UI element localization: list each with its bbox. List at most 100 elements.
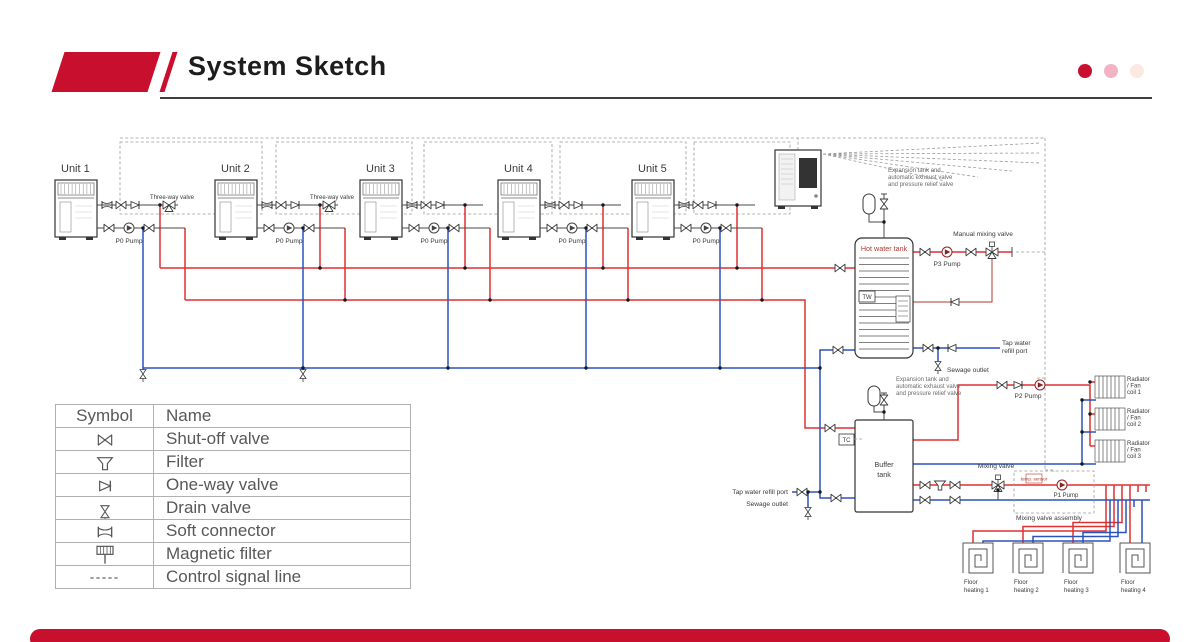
radiator-label: / Fan [1127, 384, 1141, 390]
radiator-label: Radiator [1127, 377, 1150, 383]
temp-sensor-label: temp. sensor [1021, 477, 1048, 482]
dhw-tap-water: Tap water refill port Sewage outlet [922, 340, 1031, 375]
shut-off-valve-icon [832, 345, 844, 355]
shut-off-valve-icon [919, 247, 931, 257]
three-way-valve-icon [162, 200, 176, 212]
shut-off-valve-icon [922, 343, 934, 353]
dhw-recirculation-pipe [913, 257, 993, 303]
filter-icon [96, 456, 113, 470]
legend-name: One-way valve [153, 473, 411, 497]
tap-water-refill-port-label: Tap water refill port [732, 489, 788, 496]
radiator-supply-pipe [913, 381, 1096, 447]
p0-pump-label-5: P0 Pump [692, 238, 719, 245]
hot-supply-bus-2 [184, 228, 855, 429]
page-dot-2[interactable] [1104, 64, 1118, 78]
p2-pump-label: P2 Pump [1014, 393, 1041, 400]
expansion-note-line: Expansion tank and [888, 168, 941, 174]
floor-heating-label: heating 4 [1121, 588, 1146, 594]
unit-1-label: Unit 1 [61, 163, 90, 175]
expansion-assembly-dhw: Expansion tank and automatic exhaust val… [862, 168, 954, 238]
mixing-valve-assembly-box [1013, 470, 1095, 514]
floor-heating-coil-icon [962, 542, 994, 574]
magnetic-filter-icon [95, 545, 114, 564]
shut-off-valve-icon [796, 487, 808, 497]
three-way-valve-label-2: Three-way valve [310, 195, 355, 201]
floor-heating-coil-icon [1119, 542, 1151, 574]
one-way-valve-icon [98, 479, 111, 492]
legend-name: Magnetic filter [153, 542, 411, 566]
page-title: System Sketch [188, 51, 387, 81]
dhw-distribution: P3 Pump Manual mixing valve [919, 231, 1013, 307]
drain-valve-icon [299, 369, 307, 383]
tc-sensor-label: TC [843, 438, 852, 444]
sewage-outlet-label: Sewage outlet [947, 367, 989, 374]
tw-sensor-label: TW [862, 295, 872, 301]
unit-3-label: Unit 3 [366, 163, 395, 175]
exhaust-valve-icon [879, 394, 889, 406]
indoor-unit [774, 149, 822, 209]
expansion-tank-icon [862, 193, 876, 215]
unit-5-label: Unit 5 [638, 163, 667, 175]
floor-heating-coil-icon [1062, 542, 1094, 574]
one-way-valve-icon [950, 297, 960, 307]
radiator-circuit: P2 Pump Radiator / Fan coil 1 Radiator /… [996, 375, 1150, 463]
p2-pump-icon [1034, 379, 1046, 391]
floor-heating-return-pipe [913, 499, 1150, 543]
tc-sensor-box [838, 433, 855, 446]
p1-pump-label: P1 Pump [1054, 493, 1079, 499]
radiator-label: coil 3 [1127, 454, 1142, 460]
hot-water-tank: Hot water tank TW [832, 237, 914, 359]
manual-mixing-valve-label: Manual mixing valve [953, 231, 1013, 238]
page-dot-active[interactable] [1078, 64, 1092, 78]
exhaust-valve-icon [879, 198, 889, 210]
legend-name: Shut-off valve [153, 427, 411, 451]
pipe-junctions [141, 203, 1092, 494]
p3-pump-label: P3 Pump [933, 261, 960, 268]
hot-supply-bus-1 [159, 205, 855, 269]
legend-row: Drain valve [55, 496, 411, 523]
legend-name: Control signal line [153, 565, 411, 589]
drain-valve-icon [139, 369, 147, 383]
unit-5: Unit 5 P0 Pump [631, 163, 762, 245]
unit-2: Unit 2 Three-way valve P0 Pump [214, 163, 355, 383]
unit-4-label: Unit 4 [504, 163, 533, 175]
legend-header-symbol: Symbol [55, 404, 154, 428]
buffer-tank-label: tank [877, 470, 891, 479]
shut-off-valve-icon [919, 495, 931, 505]
legend-row: Filter [55, 450, 411, 474]
radiator-return-pipe [913, 399, 1096, 465]
buffer-tank: Buffer tank TC [824, 419, 914, 513]
p0-pump-label-4: P0 Pump [558, 238, 585, 245]
shut-off-valve-icon [919, 480, 931, 490]
page-header: System Sketch [48, 50, 1152, 99]
floor-heating-label: Floor [1121, 580, 1135, 586]
tap-water-refill-label: Tap water [1002, 340, 1031, 347]
page-dot-3[interactable] [1130, 64, 1144, 78]
legend-header-name: Name [153, 404, 411, 428]
floor-heating-label: Floor [1064, 580, 1078, 586]
soft-connector-icon [97, 525, 112, 538]
shut-off-valve-icon [949, 495, 961, 505]
expansion-tank-icon [867, 385, 881, 407]
floor-heating-label: heating 1 [964, 588, 989, 594]
shut-off-valve-icon [834, 263, 846, 273]
tw-sensor-box [858, 290, 876, 303]
floor-heating-label: heating 3 [1064, 588, 1089, 594]
floor-heating-circuit: temp. sensor Mixing valve P1 Pump Mixing… [919, 463, 1151, 594]
floor-heating-label: heating 2 [1014, 588, 1039, 594]
legend-row: Control signal line [55, 565, 411, 589]
legend-name: Drain valve [153, 496, 411, 520]
mixing-valve-assembly-label: Mixing valve assembly [1016, 515, 1083, 522]
control-signal-line-icon [89, 576, 120, 579]
legend-row: Soft connector [55, 519, 411, 543]
mixing-valve-label: Mixing valve [978, 463, 1015, 470]
manual-mixing-valve-icon [986, 242, 998, 259]
page-indicator-dots [1078, 64, 1144, 78]
radiator-label: / Fan [1127, 448, 1141, 454]
control-screen [799, 158, 817, 188]
floor-heating-coil-icon [1012, 542, 1044, 574]
buffer-tank-label: Buffer [874, 460, 894, 469]
drain-valve-icon [804, 507, 812, 521]
legend-row: One-way valve [55, 473, 411, 497]
